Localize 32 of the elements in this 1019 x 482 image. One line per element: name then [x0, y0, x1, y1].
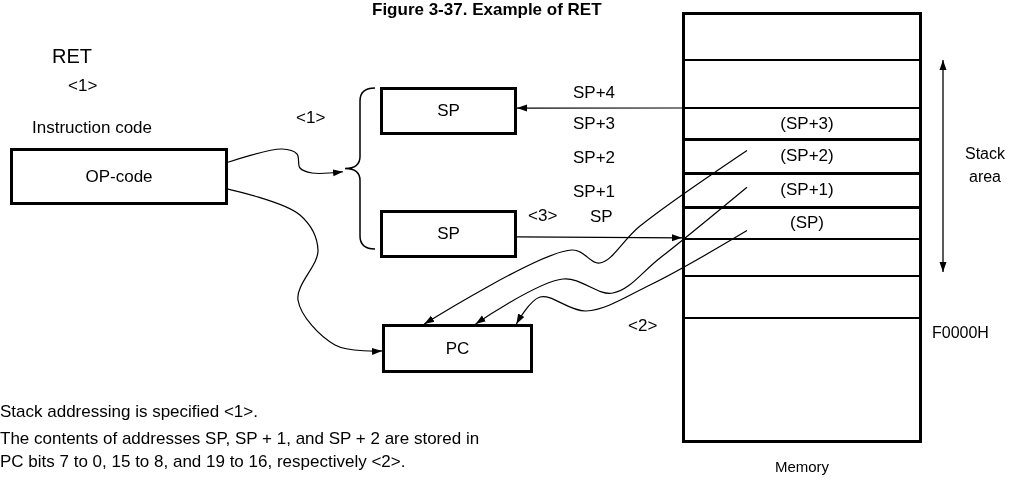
address-label: SP+1 [573, 182, 616, 202]
register-box: PC [382, 324, 533, 373]
register-box: SP [380, 210, 517, 258]
arrow [227, 188, 383, 355]
address-label: SP+3 [573, 114, 616, 134]
instruction-name: RET [52, 46, 92, 66]
arrow [515, 230, 748, 325]
memory-cell: (SP) [747, 209, 867, 236]
arrow [475, 186, 748, 325]
address-label: SP [590, 207, 613, 227]
address-label: SP+4 [573, 83, 616, 103]
memory-cell: (SP+2) [747, 142, 867, 170]
arrow [516, 234, 683, 242]
memory-cell: (SP+3) [747, 110, 867, 137]
area-label: Stack area [964, 144, 1006, 187]
step-marker: <3> [528, 206, 558, 226]
memory-cell: (SP+1) [747, 176, 867, 204]
register-box: SP [380, 87, 517, 135]
note-text: Stack addressing is specified <1>. [0, 402, 258, 422]
note-text: The contents of addresses SP, SP + 1, and SP + 2 are stored in PC bits 7 to 0, 15 to 8, and 19 to 16, respectively <2>. [0, 428, 481, 473]
figure-title: Figure 3-37. Example of RET [372, 0, 602, 20]
box-heading: Instruction code [32, 118, 152, 138]
arrow [516, 104, 683, 112]
step-marker: <1> [296, 108, 326, 128]
process-box: OP-code [10, 148, 228, 205]
arrow [227, 148, 344, 177]
memory-label: Memory [773, 457, 831, 477]
address-label: SP+2 [573, 148, 616, 168]
address-label: F0000H [932, 323, 989, 343]
step-marker: <2> [628, 316, 658, 336]
step-marker: <1> [68, 76, 98, 96]
arrow [423, 149, 748, 325]
